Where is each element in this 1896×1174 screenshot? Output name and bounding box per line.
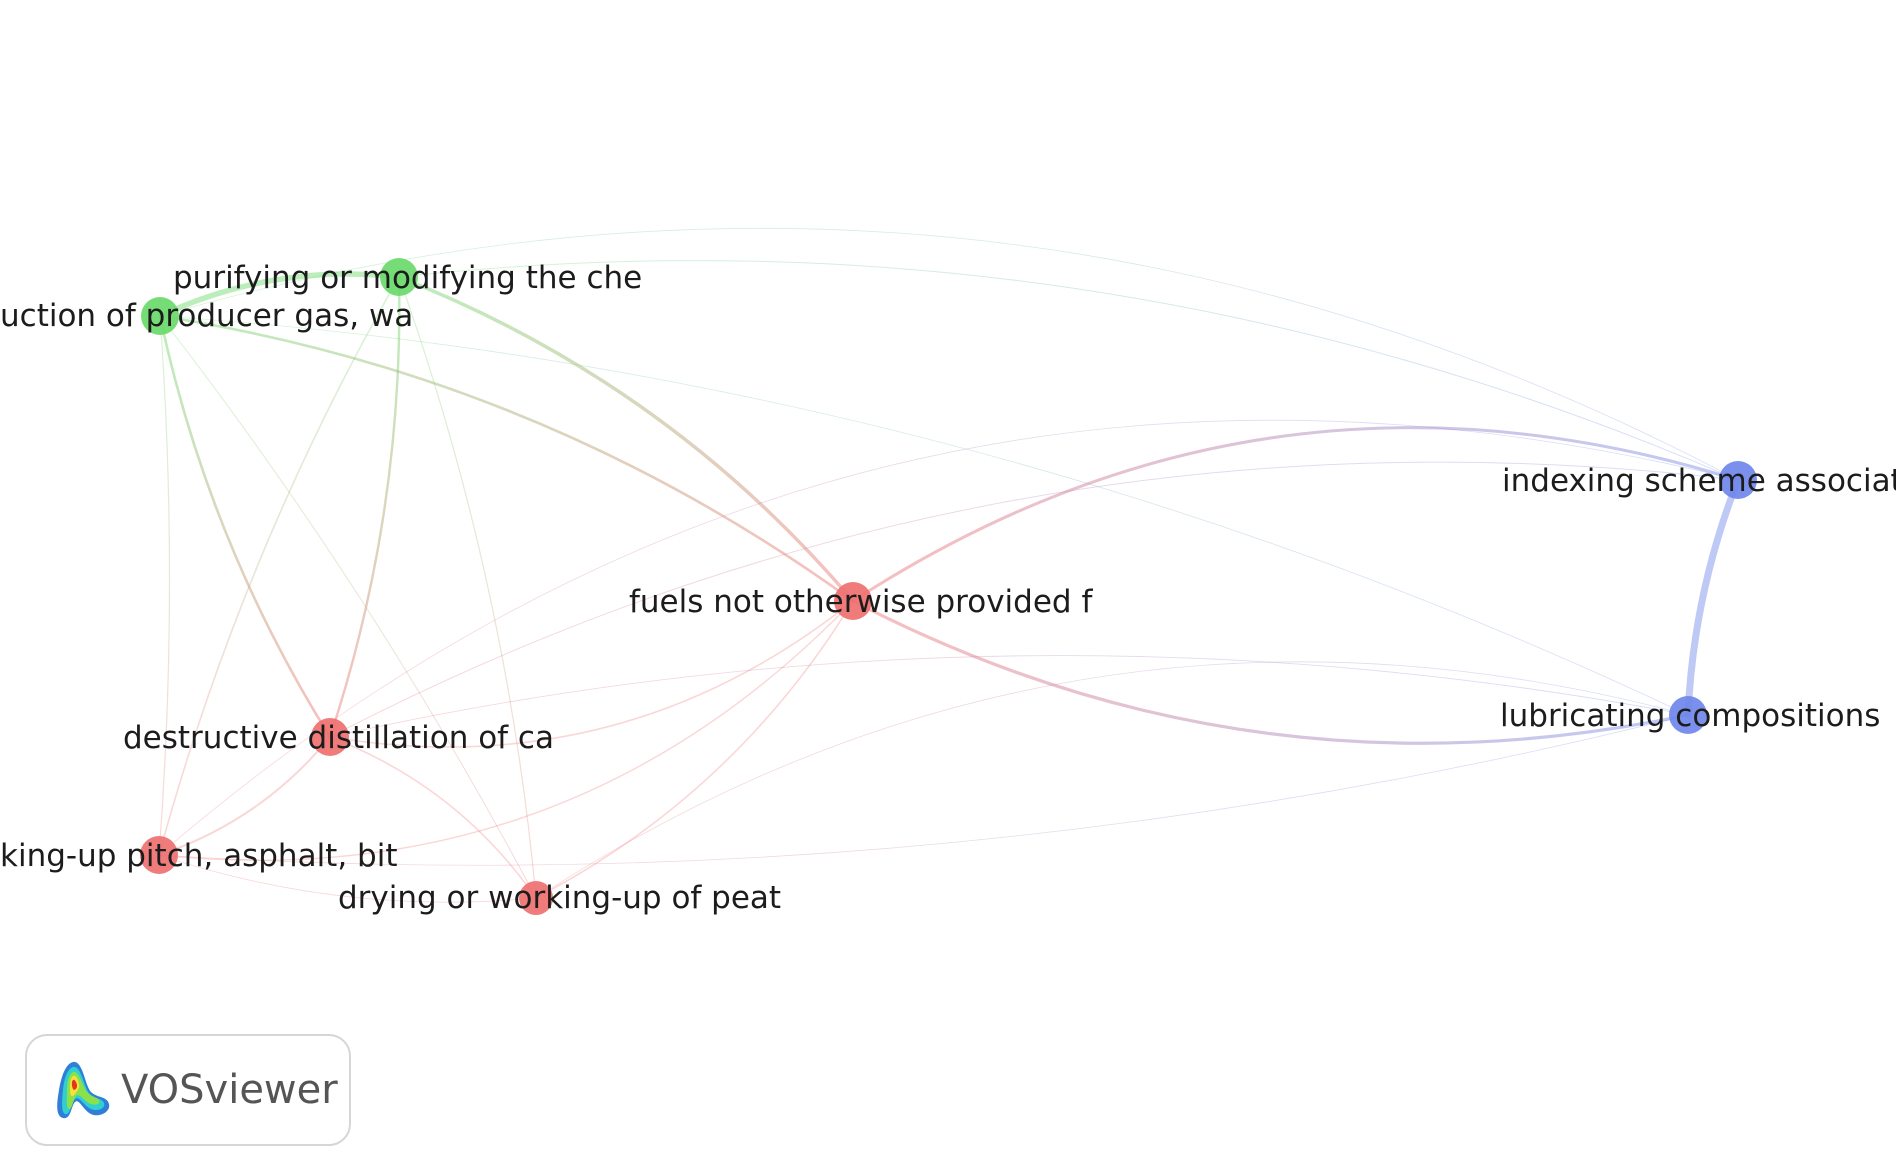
edge-n1-n2 xyxy=(157,271,402,319)
edge-n4-n6 xyxy=(329,736,537,899)
node-n8[interactable] xyxy=(1669,696,1707,734)
edge-n3-n8 xyxy=(851,599,1690,745)
node-label-n2: purifying or modifying the che xyxy=(173,260,642,296)
edge-n2-n5 xyxy=(158,276,400,856)
node-label-n3: fuels not otherwise provided f xyxy=(629,584,1093,620)
edge-n1-n5 xyxy=(158,315,171,856)
edge-n2-n6 xyxy=(398,276,537,899)
edge-n1-n6 xyxy=(159,315,537,899)
edge-n2-n3 xyxy=(397,275,855,603)
node-n4[interactable] xyxy=(311,718,349,756)
node-n5[interactable] xyxy=(140,836,178,874)
edge-n4-n8 xyxy=(329,655,1689,738)
node-label-n4: destructive distillation of ca xyxy=(123,720,554,756)
edge-n3-n7 xyxy=(851,426,1740,603)
edge-n3-n6 xyxy=(535,600,854,899)
edge-n1-n8 xyxy=(159,315,1689,716)
edge-n1-n3 xyxy=(158,314,855,603)
node-label-n5: king-up pitch, asphalt, bit xyxy=(0,838,398,874)
node-label-n6: drying or working-up of peat xyxy=(338,880,781,916)
edge-n1-n4 xyxy=(158,314,332,739)
node-label-n8: lubricating compositions xyxy=(1500,698,1880,734)
edge-n2-n7 xyxy=(398,260,1739,481)
vosviewer-logo-text: VOSviewer xyxy=(121,1067,338,1113)
edge-n4-n5 xyxy=(158,736,331,856)
node-n1[interactable] xyxy=(141,297,179,335)
vosviewer-logo-icon xyxy=(57,1061,110,1119)
edge-n5-n6 xyxy=(158,854,537,903)
vosviewer-logo-badge: VOSviewer xyxy=(25,1034,351,1146)
edge-n3-n4 xyxy=(329,600,854,748)
node-label-n1: uction of producer gas, wa xyxy=(0,298,413,334)
node-n3[interactable] xyxy=(834,582,872,620)
edge-n3-n5 xyxy=(158,600,854,861)
edge-n5-n8 xyxy=(158,714,1689,866)
edge-n7-n8 xyxy=(1684,476,1742,719)
node-layer xyxy=(140,258,1757,915)
node-label-n7: indexing scheme associate xyxy=(1502,463,1896,499)
edge-n2-n4 xyxy=(328,275,401,739)
node-n7[interactable] xyxy=(1719,461,1757,499)
edge-n4-n7 xyxy=(329,461,1739,738)
edge-n6-n8 xyxy=(535,661,1689,899)
edge-n5-n7 xyxy=(158,419,1739,856)
node-n2[interactable] xyxy=(380,258,418,296)
node-n6[interactable] xyxy=(519,881,553,915)
